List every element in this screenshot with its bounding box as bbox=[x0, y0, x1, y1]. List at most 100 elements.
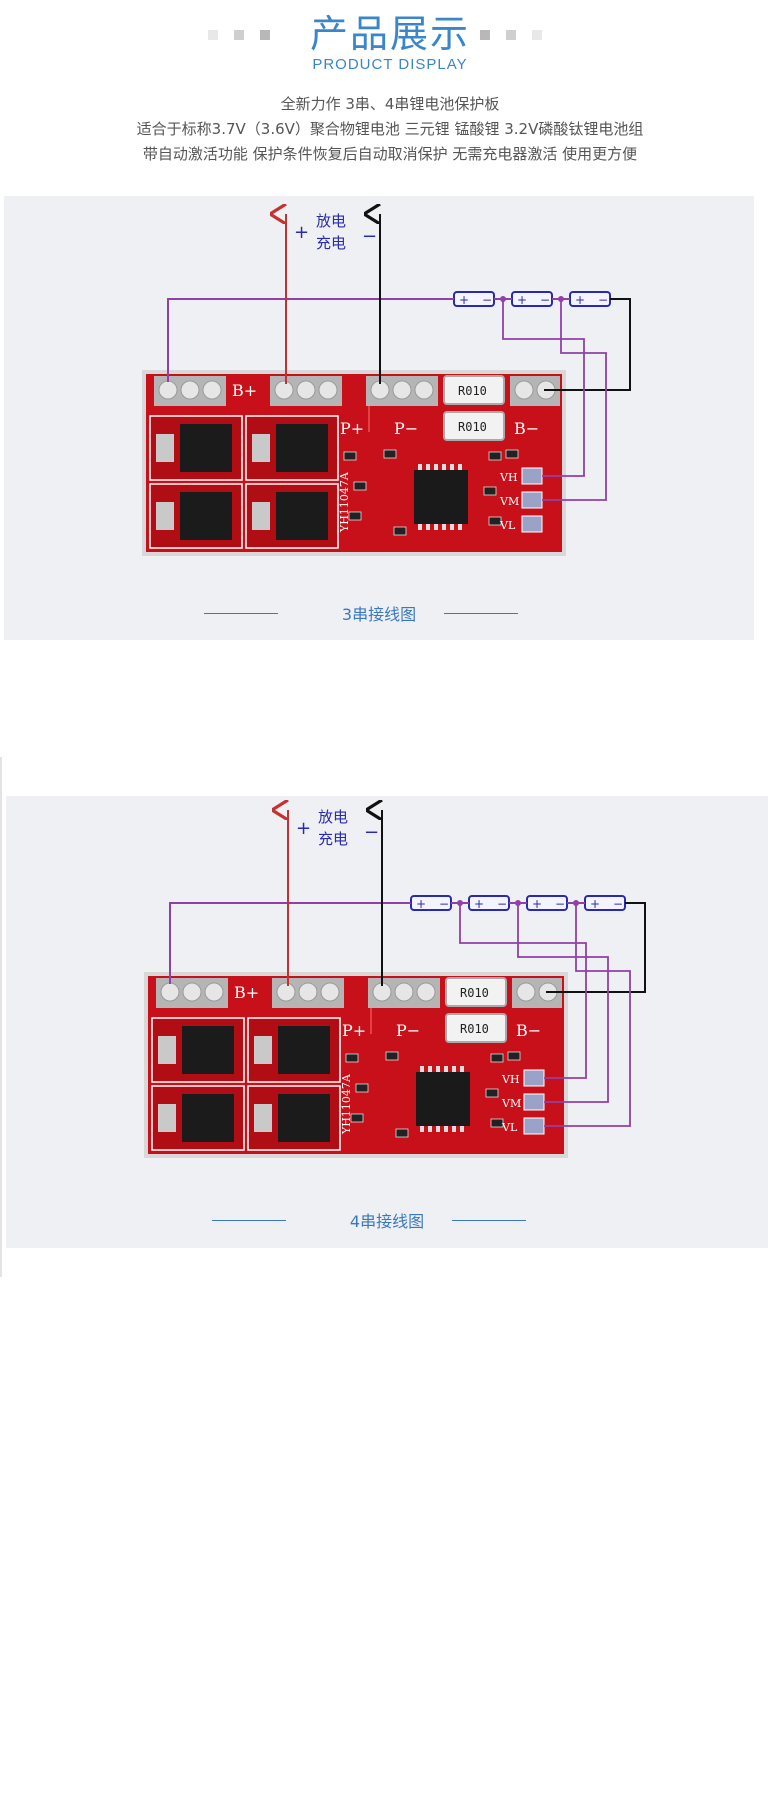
label-charge: 充电 bbox=[316, 234, 346, 252]
caption-rule bbox=[444, 613, 518, 614]
ic-pin bbox=[420, 1126, 424, 1132]
smd-component bbox=[485, 1088, 499, 1098]
battery-minus: − bbox=[598, 293, 608, 307]
caption-rule bbox=[204, 613, 278, 614]
battery-plus: + bbox=[474, 897, 484, 911]
mosfet-chip bbox=[276, 492, 328, 540]
ic-pin bbox=[452, 1066, 456, 1072]
wire-b-minus bbox=[546, 902, 646, 993]
balance-label: VH bbox=[499, 471, 518, 484]
solder-pad bbox=[158, 380, 178, 400]
mosfet-tab bbox=[156, 434, 174, 462]
solder-pad bbox=[516, 982, 536, 1002]
battery-plus: + bbox=[575, 293, 585, 307]
smd-component bbox=[355, 1083, 369, 1093]
ic-pin bbox=[434, 464, 438, 470]
caption-rule bbox=[452, 1220, 526, 1221]
solder-pad bbox=[414, 380, 434, 400]
solder-pad bbox=[160, 982, 180, 1002]
battery-plus: + bbox=[532, 897, 542, 911]
smd-component bbox=[383, 449, 397, 459]
balance-label: VL bbox=[499, 519, 516, 532]
ic-pin bbox=[458, 464, 462, 470]
ic-pin bbox=[420, 1066, 424, 1072]
solder-pad bbox=[394, 982, 414, 1002]
protection-ic bbox=[416, 1072, 470, 1126]
decor-square bbox=[532, 30, 542, 40]
solder-pad bbox=[320, 982, 340, 1002]
smd-component bbox=[343, 451, 357, 461]
ic-pin bbox=[426, 524, 430, 530]
smd-component bbox=[350, 1113, 364, 1123]
battery-minus: − bbox=[540, 293, 550, 307]
output-minus: − bbox=[364, 822, 379, 843]
resistor-label: R010 bbox=[460, 1022, 489, 1036]
label-p-plus: P+ bbox=[340, 419, 364, 438]
balance-label: VH bbox=[501, 1073, 520, 1086]
ic-pin bbox=[418, 464, 422, 470]
ic-pin bbox=[444, 1066, 448, 1072]
solder-pad bbox=[318, 380, 338, 400]
smd-component bbox=[483, 486, 497, 496]
balance-pad bbox=[523, 1069, 545, 1087]
label-discharge: 放电 bbox=[316, 212, 346, 230]
mosfet-chip bbox=[180, 492, 232, 540]
solder-pad bbox=[182, 982, 202, 1002]
wire-balance-tap bbox=[517, 903, 609, 1103]
smd-component bbox=[393, 526, 407, 536]
solder-pad bbox=[416, 982, 436, 1002]
ic-pin bbox=[436, 1126, 440, 1132]
mosfet-chip bbox=[276, 424, 328, 472]
diagram-caption: 3串接线图 bbox=[341, 605, 417, 624]
resistor-label: R010 bbox=[458, 420, 487, 434]
ic-pin bbox=[428, 1126, 432, 1132]
battery-minus: − bbox=[497, 897, 507, 911]
smd-component bbox=[385, 1051, 399, 1061]
resistor-label: R010 bbox=[460, 986, 489, 1000]
protection-ic bbox=[414, 470, 468, 524]
battery-plus: + bbox=[459, 293, 469, 307]
balance-pad bbox=[521, 467, 543, 485]
smd-component bbox=[395, 1128, 409, 1138]
ic-pin bbox=[450, 464, 454, 470]
smd-component bbox=[353, 481, 367, 491]
ic-pin bbox=[436, 1066, 440, 1072]
wire-b-minus bbox=[544, 298, 631, 391]
label-p-minus: P− bbox=[396, 1021, 420, 1040]
wire-balance-tap bbox=[502, 299, 585, 477]
ic-pin bbox=[460, 1066, 464, 1072]
solder-pad bbox=[392, 380, 412, 400]
label-b-minus: B− bbox=[516, 1021, 541, 1040]
caption-rule bbox=[212, 1220, 286, 1221]
wire-b-plus bbox=[169, 902, 411, 984]
mosfet-chip bbox=[278, 1094, 330, 1142]
ic-pin bbox=[460, 1126, 464, 1132]
ic-pin bbox=[434, 524, 438, 530]
intro-text: 全新力作 3串、4串锂电池保护板 适合于标称3.7V（3.6V）聚合物锂电池 三… bbox=[0, 92, 780, 167]
decor-square bbox=[208, 30, 218, 40]
intro-line: 全新力作 3串、4串锂电池保护板 bbox=[280, 95, 500, 113]
smd-component bbox=[490, 1053, 504, 1063]
mosfet-tab bbox=[252, 434, 270, 462]
ic-pin bbox=[444, 1126, 448, 1132]
ic-pin bbox=[458, 524, 462, 530]
ic-pin bbox=[450, 524, 454, 530]
balance-label: VL bbox=[501, 1121, 518, 1134]
mosfet-tab bbox=[158, 1104, 176, 1132]
resistor-label: R010 bbox=[458, 384, 487, 398]
smd-component bbox=[505, 449, 519, 459]
mosfet-tab bbox=[254, 1104, 272, 1132]
model-label: YH11047A bbox=[340, 1073, 353, 1135]
label-b-plus: B+ bbox=[232, 381, 257, 400]
smd-component bbox=[507, 1051, 521, 1061]
diagram-canvas: R010R010VHVMVLB+P+P−B−YH11047A+−+−+−+放电充… bbox=[142, 196, 631, 556]
mosfet-tab bbox=[156, 502, 174, 530]
decor-square bbox=[506, 30, 516, 40]
mosfet-tab bbox=[254, 1036, 272, 1064]
battery-minus: − bbox=[482, 293, 492, 307]
intro-line: 带自动激活功能 保护条件恢复后自动取消保护 无需充电器激活 使用更方便 bbox=[142, 145, 638, 163]
ic-pin bbox=[426, 464, 430, 470]
wire-balance-tap bbox=[459, 903, 587, 1079]
label-p-plus: P+ bbox=[342, 1021, 366, 1040]
